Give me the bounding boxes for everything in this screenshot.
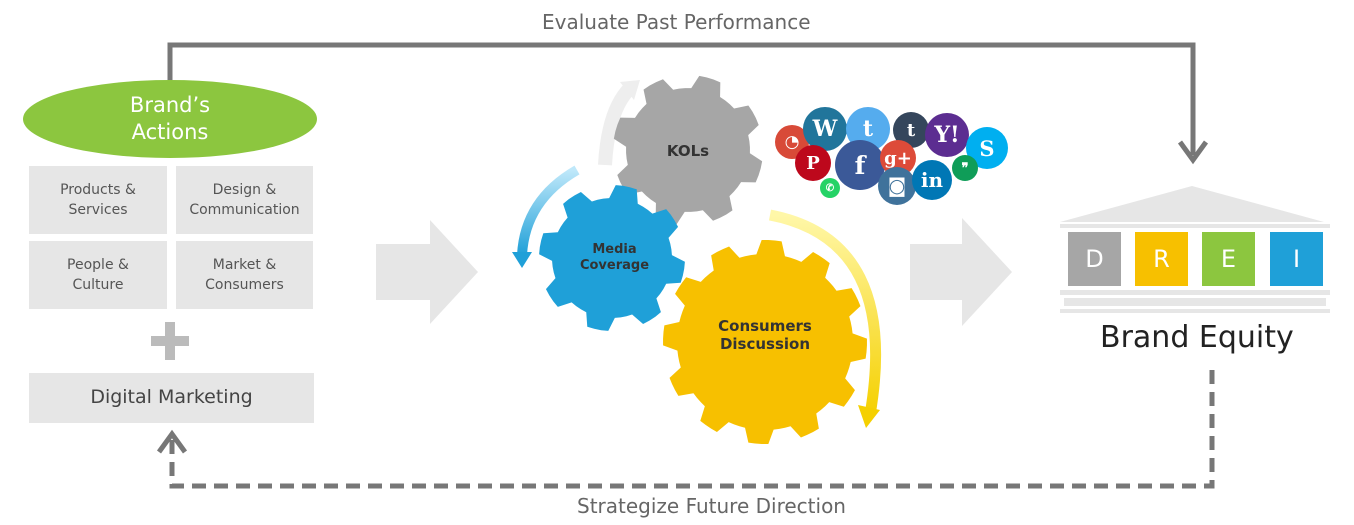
action-box-products-services: Products & Services [29, 166, 167, 234]
flow-arrow-left [376, 220, 478, 324]
gear-label-kols: KOLs [666, 142, 710, 160]
evaluate-loop-line [167, 42, 1196, 155]
google-plus-icon: g+ [880, 140, 916, 176]
instagram-icon: ◙ [878, 167, 916, 205]
facebook-icon: f [835, 140, 885, 190]
wordpress-icon: W [803, 107, 847, 151]
evaluate-past-performance-label: Evaluate Past Performance [542, 10, 811, 34]
temple-roof [1060, 186, 1324, 222]
blue-cycle-arrow [517, 165, 580, 256]
action-box-people-culture: People & Culture [29, 241, 167, 309]
hangouts-icon: ❞ [952, 155, 978, 181]
gear-consumers-discussion [663, 240, 867, 444]
brands-actions-ellipse: Brand’s Actions [23, 80, 317, 158]
strategize-future-direction-label: Strategize Future Direction [577, 494, 846, 518]
up-arrowhead [156, 429, 188, 454]
digital-marketing-box: Digital Marketing [29, 373, 314, 423]
gear-kols [613, 75, 763, 225]
linkedin-icon: in [912, 160, 952, 200]
flow-arrow-right [910, 218, 1012, 326]
pillar-r: R [1135, 232, 1188, 286]
pinterest-icon: P [795, 145, 831, 181]
pillar-i: I [1270, 232, 1323, 286]
gray-cycle-arrow [598, 83, 636, 166]
action-box-market-consumers: Market & Consumers [176, 241, 313, 309]
action-box-design-communication: Design & Communication [176, 166, 313, 234]
brand-equity-label: Brand Equity [1100, 320, 1294, 355]
plus-icon-vertical [165, 322, 175, 360]
yahoo-icon: Y! [925, 113, 969, 157]
strategize-loop-line [169, 370, 1215, 489]
gear-media-coverage [539, 185, 685, 331]
pillar-e: E [1202, 232, 1255, 286]
pillar-d: D [1068, 232, 1121, 286]
down-arrowhead [1177, 140, 1209, 165]
yellow-cycle-arrow [768, 209, 882, 416]
gear-label-media-coverage: Media Coverage [579, 242, 650, 273]
gear-label-consumers-discussion: Consumers Discussion [718, 317, 812, 353]
whatsapp-icon: ✆ [820, 178, 840, 198]
